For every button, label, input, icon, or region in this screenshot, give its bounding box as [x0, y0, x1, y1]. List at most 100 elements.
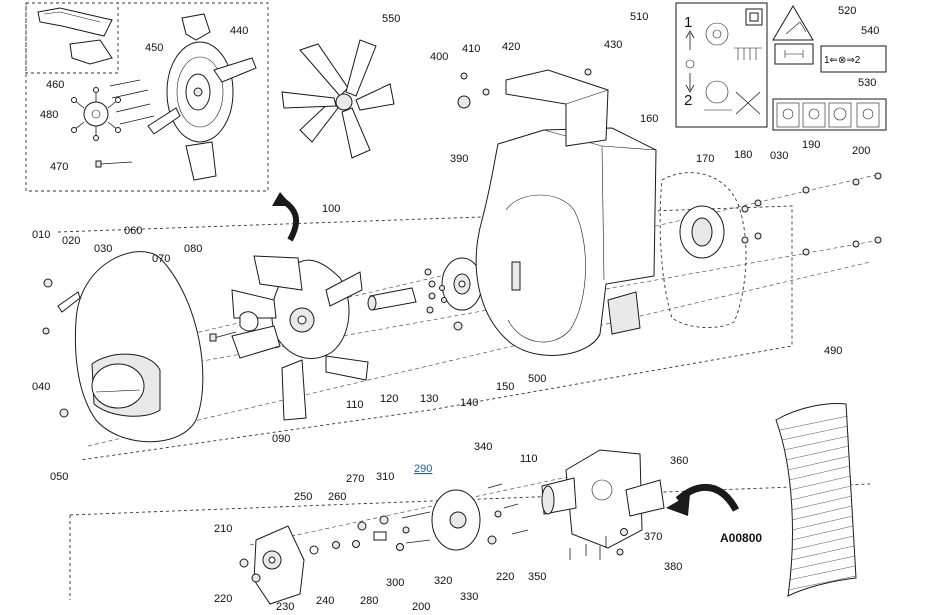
- decal-step-two: 2: [684, 92, 692, 109]
- part-010-nut: [43, 278, 53, 288]
- callout-540[interactable]: 540: [861, 25, 879, 37]
- inset-paddle-frame: [25, 2, 119, 74]
- callout-330[interactable]: 330: [460, 591, 478, 603]
- callout-510[interactable]: 510: [630, 11, 648, 23]
- callout-240[interactable]: 240: [316, 595, 334, 607]
- callout-010[interactable]: 010: [32, 229, 50, 241]
- callout-110-bottom[interactable]: 110: [520, 453, 538, 465]
- axis-line-4: [249, 469, 601, 546]
- part-360-gearbox: [541, 449, 665, 549]
- direction-arrow-gearbox-head: [666, 494, 690, 516]
- part-480-star-plate: [71, 87, 121, 141]
- callout-520[interactable]: 520: [838, 5, 856, 17]
- decal-530-icon-4: [856, 102, 880, 128]
- callout-430[interactable]: 430: [604, 39, 622, 51]
- part-120-130-bolts: [424, 268, 447, 314]
- decal-grass-icon: [734, 47, 762, 60]
- leaf-icon-1: [782, 108, 794, 120]
- decal-arrow-down-head: [685, 84, 695, 93]
- decal-540-text: 1⇐⊗⇒2: [824, 55, 861, 66]
- callout-390[interactable]: 390: [450, 153, 468, 165]
- callout-380[interactable]: 380: [664, 561, 682, 573]
- callout-110-top[interactable]: 110: [346, 399, 364, 411]
- part-440-fan-detail: [147, 13, 257, 181]
- callout-290[interactable]: 290: [414, 463, 432, 475]
- callout-180[interactable]: 180: [734, 149, 752, 161]
- callout-140[interactable]: 140: [460, 397, 478, 409]
- callout-340[interactable]: 340: [474, 441, 492, 453]
- part-100-shaft: [367, 287, 417, 311]
- part-050-nut: [59, 408, 69, 418]
- callout-220-right[interactable]: 220: [496, 571, 514, 583]
- callout-420[interactable]: 420: [502, 41, 520, 53]
- callout-410[interactable]: 410: [462, 43, 480, 55]
- callout-550[interactable]: 550: [382, 13, 400, 25]
- callout-100[interactable]: 100: [322, 203, 340, 215]
- part-020-bracket: [57, 291, 81, 313]
- callout-440[interactable]: 440: [230, 25, 248, 37]
- drawing-reference-code: A00800: [720, 531, 762, 545]
- callout-170[interactable]: 170: [696, 153, 714, 165]
- callout-160[interactable]: 160: [640, 113, 658, 125]
- callout-310[interactable]: 310: [376, 471, 394, 483]
- decal-arrow-up-head: [685, 30, 695, 39]
- part-460-bolts: [109, 79, 155, 125]
- decal-blower-hub-icon: [712, 29, 722, 39]
- callout-050[interactable]: 050: [50, 471, 68, 483]
- callout-530[interactable]: 530: [858, 77, 876, 89]
- decal-530-icon-1: [776, 102, 800, 128]
- callout-450[interactable]: 450: [145, 42, 163, 54]
- leaf-icon-2: [808, 108, 820, 120]
- part-450-paddle: [37, 7, 113, 65]
- callout-280[interactable]: 280: [360, 595, 378, 607]
- callout-130[interactable]: 130: [420, 393, 438, 405]
- callout-150[interactable]: 150: [496, 381, 514, 393]
- callout-090[interactable]: 090: [272, 433, 290, 445]
- leaf-icon-3: [862, 108, 874, 120]
- callout-480[interactable]: 480: [40, 109, 58, 121]
- callout-300[interactable]: 300: [386, 577, 404, 589]
- callout-030-left[interactable]: 030: [94, 243, 112, 255]
- callout-260[interactable]: 260: [328, 491, 346, 503]
- decal-520-lower-box: [774, 43, 814, 65]
- decal-510-frame: [675, 2, 768, 128]
- callout-070[interactable]: 070: [152, 253, 170, 265]
- callout-190[interactable]: 190: [802, 139, 820, 151]
- callout-030-right[interactable]: 030: [770, 150, 788, 162]
- decal-step-one: 1: [684, 14, 692, 31]
- callout-400[interactable]: 400: [430, 51, 448, 63]
- direction-arrow-gearbox: [675, 483, 740, 512]
- callout-470[interactable]: 470: [50, 161, 68, 173]
- callout-220-left[interactable]: 220: [214, 593, 232, 605]
- decal-blower-icon: [705, 22, 729, 46]
- callout-200-top[interactable]: 200: [852, 145, 870, 157]
- part-470-bolt: [95, 160, 133, 168]
- distance-icon: [784, 50, 804, 58]
- gearbox-assembly-dashed-line: [69, 483, 871, 516]
- callout-490[interactable]: 490: [824, 345, 842, 357]
- callout-270[interactable]: 270: [346, 473, 364, 485]
- part-330-flange: [431, 489, 481, 551]
- callout-370[interactable]: 370: [644, 531, 662, 543]
- callout-200-bottom[interactable]: 200: [412, 601, 430, 613]
- callout-120[interactable]: 120: [380, 393, 398, 405]
- callout-230[interactable]: 230: [276, 601, 294, 613]
- decal-530: [776, 102, 880, 128]
- callout-060[interactable]: 060: [124, 225, 142, 237]
- callout-360[interactable]: 360: [670, 455, 688, 467]
- callout-020[interactable]: 020: [62, 235, 80, 247]
- part-070-bolt: [213, 331, 237, 339]
- callout-460[interactable]: 460: [46, 79, 64, 91]
- callout-080[interactable]: 080: [184, 243, 202, 255]
- part-550-fan: [281, 39, 395, 159]
- callout-350[interactable]: 350: [528, 571, 546, 583]
- callout-500[interactable]: 500: [528, 373, 546, 385]
- callout-250[interactable]: 250: [294, 491, 312, 503]
- decal-blower-icon-2: [705, 80, 729, 104]
- part-090-fan-wheel: [231, 255, 369, 421]
- callout-320[interactable]: 320: [434, 575, 452, 587]
- part-400-nut: [460, 72, 468, 80]
- callout-040[interactable]: 040: [32, 381, 50, 393]
- callout-210[interactable]: 210: [214, 523, 232, 535]
